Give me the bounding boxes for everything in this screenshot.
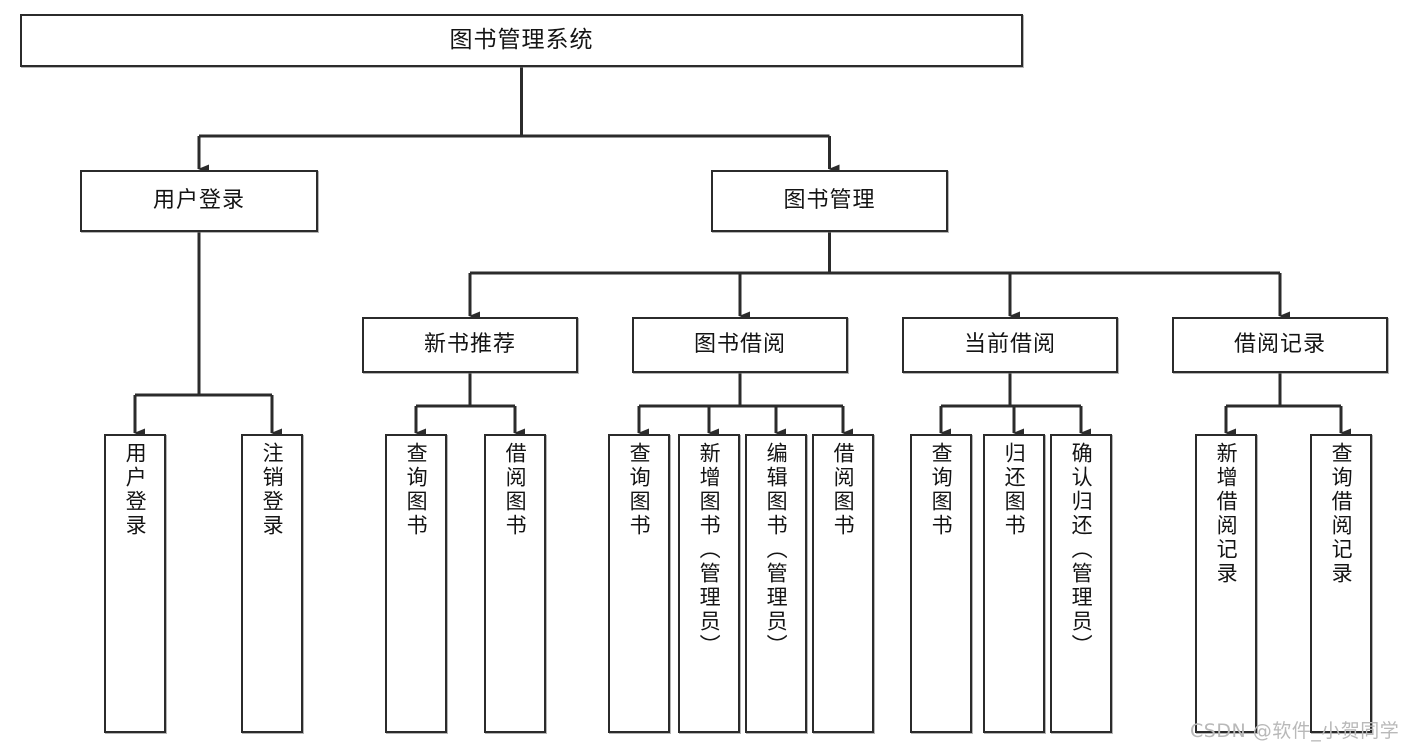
node-label: 借阅图书 (503, 442, 528, 538)
node-label: 查询图书 (627, 442, 652, 538)
node-label: 编辑图书（管理员） (764, 442, 789, 658)
node-label: 新增图书（管理员） (697, 442, 722, 658)
node-leaf-query-book-a[interactable]: 查询图书 (385, 434, 447, 733)
node-leaf-query-book-c[interactable]: 查询图书 (910, 434, 972, 733)
node-leaf-query-record[interactable]: 查询借阅记录 (1310, 434, 1372, 733)
node-label: 图书管理 (783, 188, 876, 214)
node-label: 确认归还（管理员） (1069, 442, 1094, 658)
node-leaf-return-book[interactable]: 归还图书 (983, 434, 1045, 733)
node-label: 新增借阅记录 (1214, 442, 1239, 586)
node-label: 注销登录 (260, 442, 285, 538)
node-leaf-query-book-b[interactable]: 查询图书 (608, 434, 670, 733)
node-new-book-recommend[interactable]: 新书推荐 (362, 317, 578, 373)
node-book-manage[interactable]: 图书管理 (711, 170, 948, 232)
node-book-borrow[interactable]: 图书借阅 (632, 317, 848, 373)
node-label: 当前借阅 (963, 332, 1056, 358)
node-label: 图书借阅 (693, 332, 786, 358)
node-label: 新书推荐 (423, 332, 516, 358)
node-label: 查询借阅记录 (1329, 442, 1354, 586)
node-leaf-edit-book[interactable]: 编辑图书（管理员） (745, 434, 807, 733)
node-root[interactable]: 图书管理系统 (20, 14, 1023, 67)
node-leaf-user-login[interactable]: 用户登录 (104, 434, 166, 733)
node-label: 归还图书 (1002, 442, 1027, 538)
node-label: 用户登录 (152, 188, 245, 214)
node-borrow-record[interactable]: 借阅记录 (1172, 317, 1388, 373)
csdn-watermark: CSDN @软件_小贺同学 (1190, 720, 1400, 742)
node-label: 借阅图书 (831, 442, 856, 538)
node-label: 用户登录 (123, 442, 148, 538)
node-user-login[interactable]: 用户登录 (80, 170, 318, 232)
node-leaf-add-record[interactable]: 新增借阅记录 (1195, 434, 1257, 733)
node-label: 查询图书 (404, 442, 429, 538)
node-label: 查询图书 (929, 442, 954, 538)
node-current-borrow[interactable]: 当前借阅 (902, 317, 1118, 373)
node-leaf-confirm-return[interactable]: 确认归还（管理员） (1050, 434, 1112, 733)
node-leaf-user-logout[interactable]: 注销登录 (241, 434, 303, 733)
node-label: 图书管理系统 (449, 27, 594, 54)
node-label: 借阅记录 (1233, 332, 1326, 358)
node-leaf-borrow-book-b[interactable]: 借阅图书 (812, 434, 874, 733)
node-leaf-add-book[interactable]: 新增图书（管理员） (678, 434, 740, 733)
node-leaf-borrow-book-a[interactable]: 借阅图书 (484, 434, 546, 733)
